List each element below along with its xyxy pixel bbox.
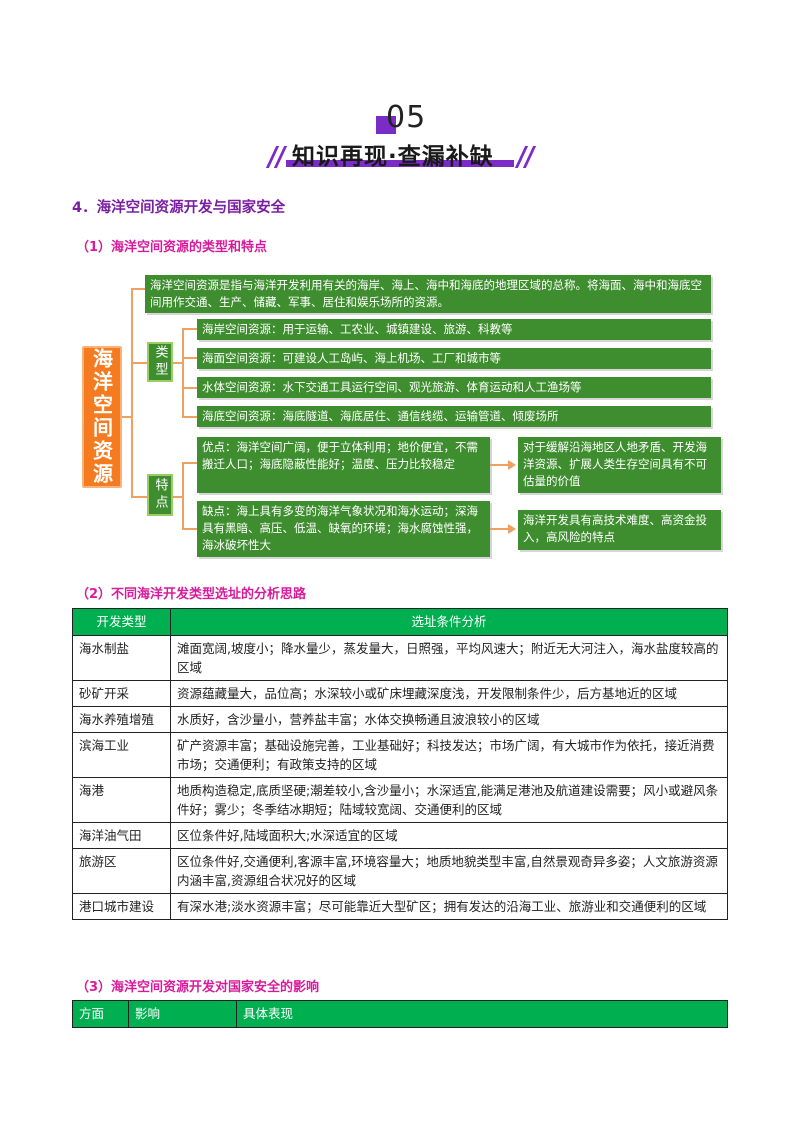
connector — [173, 496, 183, 498]
table-cell: 矿产资源丰富；基础设施完善，工业基础好；科技发达；市场广阔，有大城市作为依托，接… — [170, 732, 728, 778]
disadvantage-box: 缺点：海上具有多变的海洋气象状况和海水运动；深海具有黑暗、高压、低温、缺氧的环境… — [197, 501, 490, 557]
type-item: 海面空间资源：可建设人工岛屿、海上机场、工厂和城市等 — [197, 348, 711, 369]
table-row: 海洋油气田 区位条件好,陆域面积大;水深适宜的区域 — [72, 822, 728, 849]
definition-box: 海洋空间资源是指与海洋开发利用有关的海岸、海上、海中和海底的地理区域的总称。将海… — [145, 275, 711, 313]
connector — [490, 528, 510, 530]
header-title: 知识再现·查漏补缺 — [292, 144, 494, 170]
connector — [131, 288, 133, 498]
types-label-box: 类型 — [147, 342, 173, 382]
connector — [182, 357, 197, 359]
connector — [182, 462, 184, 530]
header-number: 05 — [386, 100, 427, 135]
type-item: 海底空间资源：海底隧道、海底居住、通信线缆、运输管道、倾废场所 — [197, 406, 711, 427]
security-impact-table: 方面 影响 具体表现 — [72, 1000, 728, 1028]
type-item: 海岸空间资源：用于运输、工农业、城镇建设、旅游、科教等 — [197, 319, 711, 340]
connector — [131, 362, 147, 364]
table-row: 海水制盐 滩面宽阔,坡度小；降水量少，蒸发量大，日照强，平均风速大；附近无大河注… — [72, 635, 728, 681]
table-cell: 旅游区 — [72, 848, 171, 894]
table-cell: 海港 — [72, 777, 171, 823]
connector — [182, 528, 197, 530]
advantage-box: 优点：海洋空间广阔，便于立体利用；地价便宜，不需搬迁人口；海底隐蔽性能好；温度、… — [197, 437, 490, 493]
connector — [122, 416, 132, 418]
page-header: 05 知识再现·查漏补缺 — [0, 0, 800, 175]
type-item: 水体空间资源：水下交通工具运行空间、观光旅游、体育运动和人工渔场等 — [197, 377, 711, 398]
connector — [490, 464, 510, 466]
table-cell: 区位条件好,交通便利,客源丰富,环境容量大；地质地貌类型丰富,自然景观奇异多姿；… — [170, 848, 728, 894]
connector — [182, 416, 197, 418]
subsection-title-1: （1）海洋空间资源的类型和特点 — [76, 240, 268, 255]
mindmap-root: 海洋空间资源 — [82, 346, 122, 488]
connector — [182, 328, 197, 330]
connector — [182, 328, 184, 418]
table-cell: 港口城市建设 — [72, 893, 171, 920]
table-cell: 水质好，含沙量小，营养盐丰富；水体交换畅通且波浪较小的区域 — [170, 706, 728, 733]
table-cell: 砂矿开采 — [72, 680, 171, 707]
table-row: 砂矿开采 资源蕴藏量大，品位高；水深较小或矿床埋藏深度浅，开发限制条件少，后方基… — [72, 680, 728, 707]
advantage-result-box: 对于缓解沿海地区人地矛盾、开发海洋资源、扩展人类生存空间具有不可估量的价值 — [518, 437, 721, 493]
table-row: 滨海工业 矿产资源丰富；基础设施完善，工业基础好；科技发达；市场广阔，有大城市作… — [72, 732, 728, 778]
table-row: 港口城市建设 有深水港;淡水资源丰富；尽可能靠近大型矿区；拥有发达的沿海工业、旅… — [72, 893, 728, 920]
connector — [182, 387, 197, 389]
table-header: 方面 — [72, 1000, 129, 1028]
section-title: 4．海洋空间资源开发与国家安全 — [72, 200, 286, 216]
arrow-right-icon — [508, 460, 516, 470]
subsection-title-3: （3）海洋空间资源开发对国家安全的影响 — [76, 980, 320, 995]
connector — [131, 288, 145, 290]
connector — [182, 462, 197, 464]
table-cell: 地质构造稳定,底质坚硬;潮差较小,含沙量小；水深适宜,能满足港池及航道建设需要；… — [170, 777, 728, 823]
arrow-right-icon — [508, 524, 516, 534]
connector — [173, 362, 183, 364]
table-cell: 海洋油气田 — [72, 822, 171, 849]
table-cell: 海水制盐 — [72, 635, 171, 681]
disadvantage-result-box: 海洋开发具有高技术难度、高资金投入，高风险的特点 — [518, 510, 721, 550]
table-header: 具体表现 — [236, 1000, 728, 1028]
table-cell: 区位条件好,陆域面积大;水深适宜的区域 — [170, 822, 728, 849]
table-cell: 滩面宽阔,坡度小；降水量少，蒸发量大，日照强，平均风速大；附近无大河注入，海水盐… — [170, 635, 728, 681]
table-header: 影响 — [128, 1000, 237, 1028]
table-header: 开发类型 — [72, 608, 171, 636]
table-cell: 资源蕴藏量大，品位高；水深较小或矿床埋藏深度浅，开发限制条件少，后方基地近的区域 — [170, 680, 728, 707]
subsection-title-2: （2）不同海洋开发类型选址的分析思路 — [76, 587, 307, 602]
table-row: 旅游区 区位条件好,交通便利,客源丰富,环境容量大；地质地貌类型丰富,自然景观奇… — [72, 848, 728, 894]
table-row: 海港 地质构造稳定,底质坚硬;潮差较小,含沙量小；水深适宜,能满足港池及航道建设… — [72, 777, 728, 823]
table-cell: 有深水港;淡水资源丰富；尽可能靠近大型矿区；拥有发达的沿海工业、旅游业和交通便利… — [170, 893, 728, 920]
site-selection-table: 开发类型 选址条件分析 海水制盐 滩面宽阔,坡度小；降水量少，蒸发量大，日照强，… — [72, 608, 728, 920]
table-row: 海水养殖增殖 水质好，含沙量小，营养盐丰富；水体交换畅通且波浪较小的区域 — [72, 706, 728, 733]
connector — [131, 496, 147, 498]
table-cell: 海水养殖增殖 — [72, 706, 171, 733]
table-header: 选址条件分析 — [170, 608, 728, 636]
table-cell: 滨海工业 — [72, 732, 171, 778]
header-square-decoration — [376, 116, 396, 134]
features-label-box: 特点 — [147, 474, 173, 516]
table-header-row: 开发类型 选址条件分析 — [72, 608, 728, 636]
header-underline — [286, 160, 514, 167]
table-header-row: 方面 影响 具体表现 — [72, 1000, 728, 1028]
